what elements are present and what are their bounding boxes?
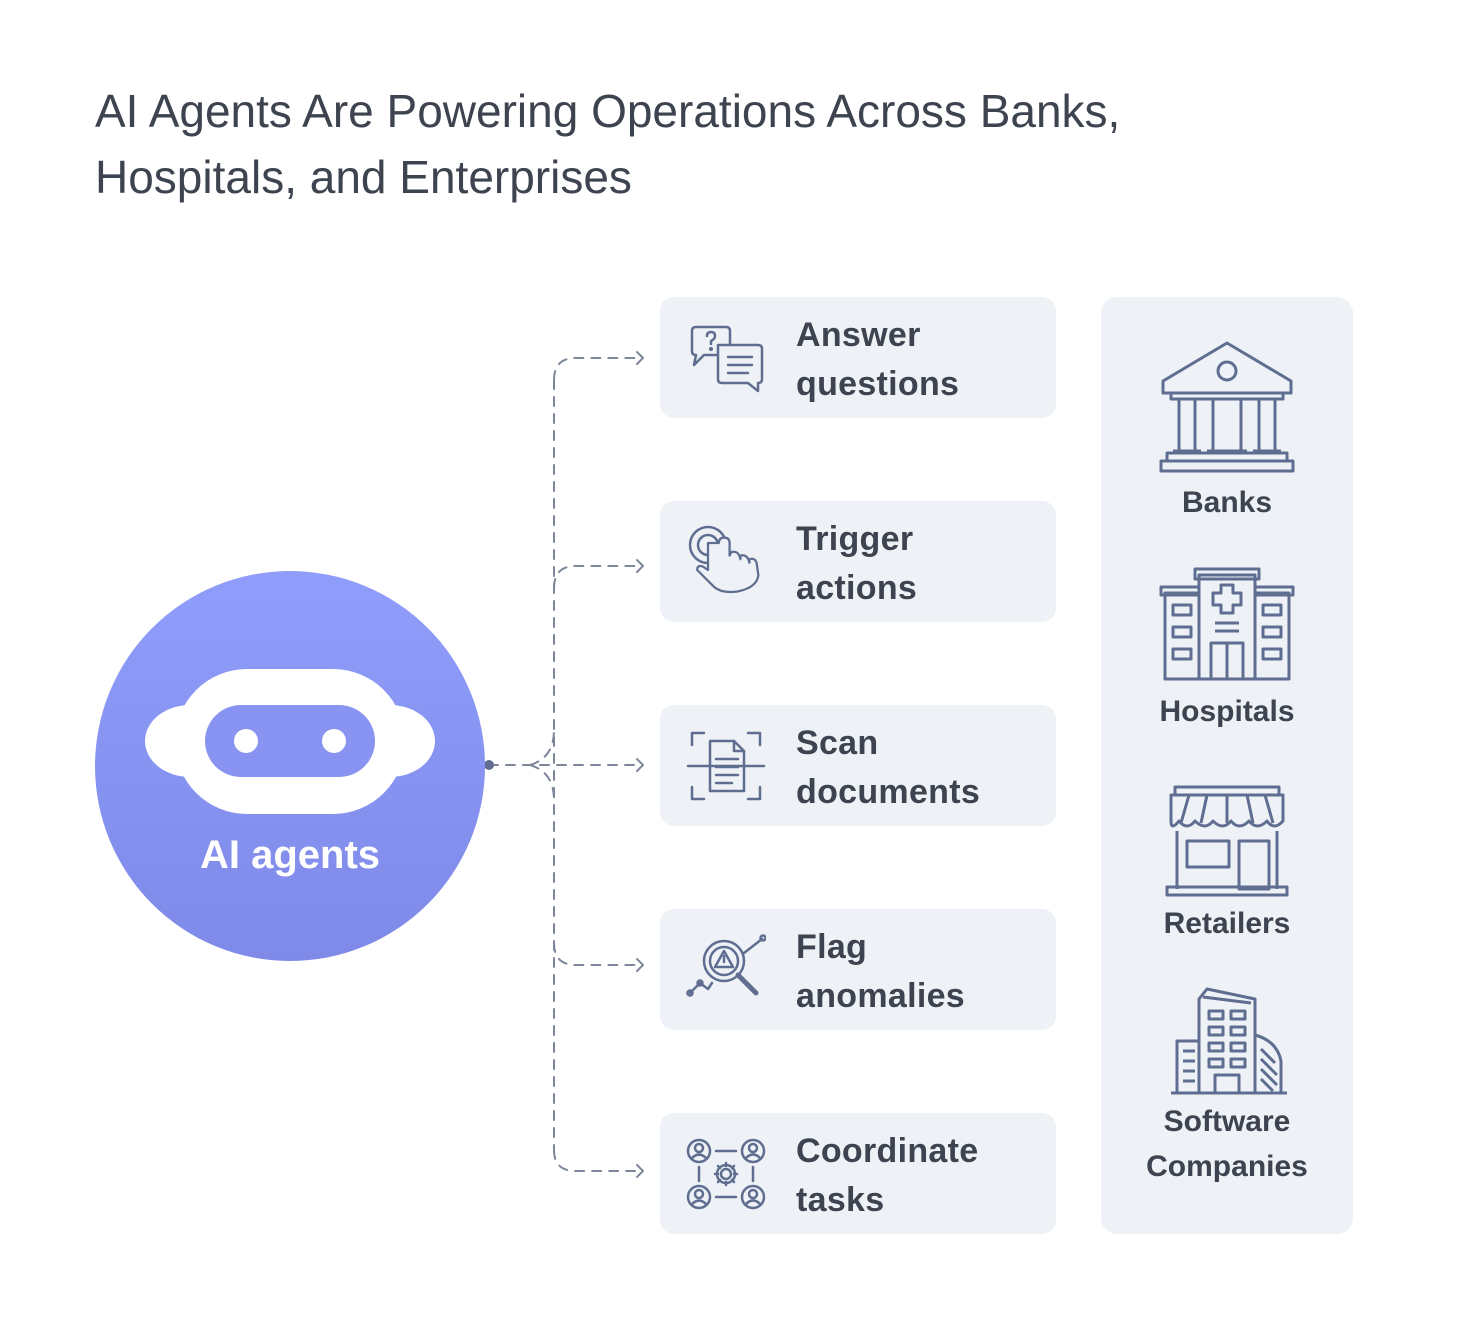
arrowhead-coordinate-tasks bbox=[636, 1164, 644, 1178]
arrowhead-scan-documents bbox=[636, 758, 644, 772]
connector-scan-branch-up bbox=[529, 729, 555, 766]
hub-label: AI agents bbox=[199, 833, 381, 877]
task-card-coordinate-tasks: Coordinate tasks bbox=[660, 1113, 1056, 1234]
task-label: Coordinate tasks bbox=[796, 1132, 979, 1219]
task-label: Flag anomalies bbox=[796, 928, 965, 1015]
arrowhead-answer-questions bbox=[636, 351, 644, 365]
industry-label: Software Companies bbox=[1146, 1105, 1308, 1183]
storefront-icon bbox=[1165, 785, 1289, 897]
hospital-icon bbox=[1159, 567, 1295, 681]
team-gear-icon bbox=[686, 1138, 766, 1210]
office-buildings-icon bbox=[1171, 987, 1287, 1095]
task-label: Answer questions bbox=[796, 316, 960, 403]
task-label: Scan documents bbox=[796, 724, 981, 811]
task-card-scan-documents: Scan documents bbox=[660, 705, 1056, 826]
industry-label: Retailers bbox=[1163, 907, 1291, 940]
robot-face-icon bbox=[145, 669, 435, 814]
arrowhead-flag-anomalies bbox=[636, 958, 644, 972]
magnifier-warning-icon bbox=[686, 934, 766, 997]
industries-panel: Banks Hospitals Retailers bbox=[1101, 297, 1353, 1234]
task-label: Trigger actions bbox=[796, 520, 918, 607]
industry-label: Hospitals bbox=[1159, 695, 1295, 728]
task-card-flag-anomalies: Flag anomalies bbox=[660, 909, 1056, 1030]
connector-flag-anomalies bbox=[553, 942, 641, 966]
task-card-answer-questions: Answer questions bbox=[660, 297, 1056, 418]
bank-icon bbox=[1159, 341, 1295, 473]
connector-scan-branch-down bbox=[529, 764, 555, 801]
ai-agents-hub: AI agents bbox=[95, 571, 485, 961]
chat-question-icon bbox=[690, 325, 764, 393]
connector-trigger-actions bbox=[553, 565, 641, 589]
connector-origin-dot bbox=[484, 760, 494, 770]
industry-label: Banks bbox=[1181, 486, 1273, 519]
arrowhead-trigger-actions bbox=[636, 559, 644, 573]
document-scan-icon bbox=[686, 731, 766, 801]
task-card-trigger-actions: Trigger actions bbox=[660, 501, 1056, 622]
hand-tap-icon bbox=[688, 525, 760, 594]
page-title: AI Agents Are Powering Operations Across… bbox=[95, 85, 1121, 203]
connector-answer-questions bbox=[553, 357, 641, 381]
connector-coordinate-tasks bbox=[553, 1149, 641, 1172]
